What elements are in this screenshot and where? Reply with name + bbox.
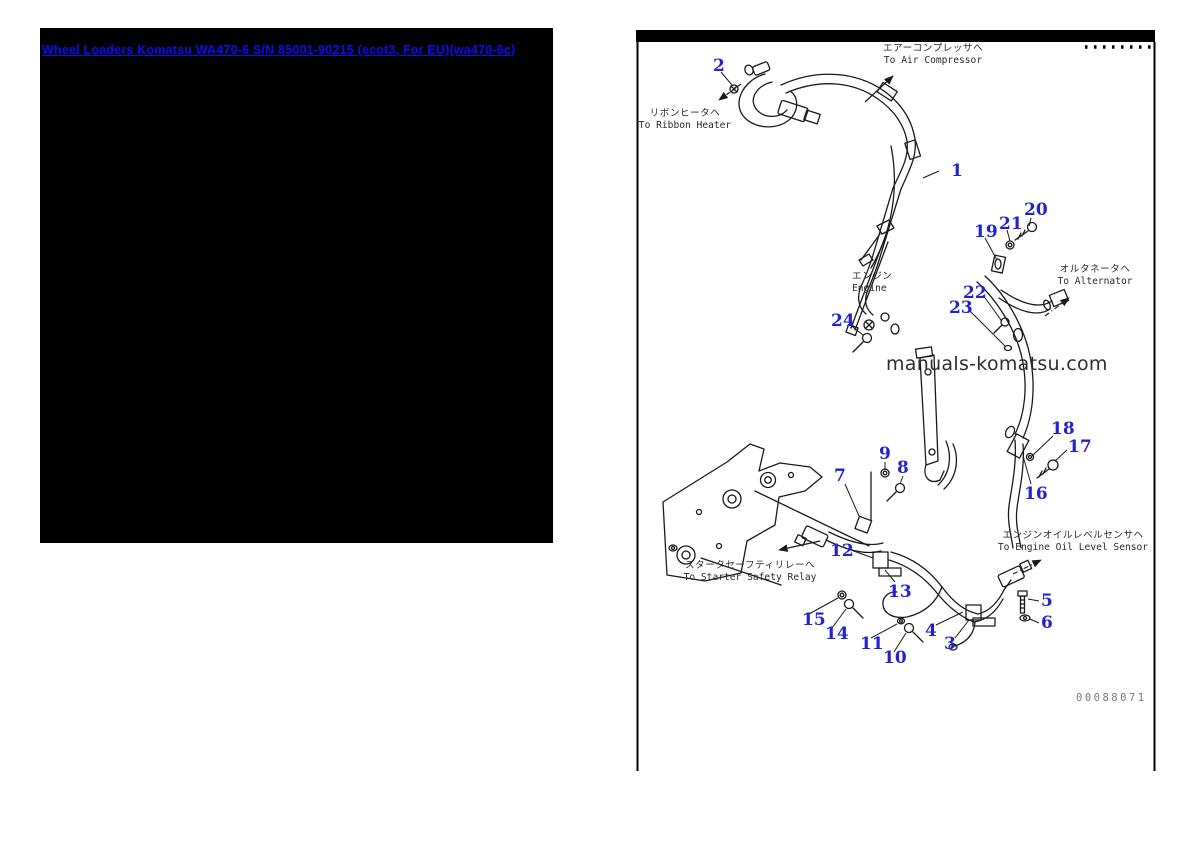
- frame: [636, 30, 1156, 771]
- part-number-callout-12[interactable]: 12: [830, 541, 854, 561]
- label-alternator-en: To Alternator: [1057, 276, 1133, 287]
- watermark: manuals-komatsu.com: [886, 353, 1108, 375]
- hose-assembly-art: [662, 61, 1070, 651]
- label-starter-safety-relay-en: To Starter Safety Relay: [683, 572, 817, 583]
- part-number-callout-8[interactable]: 8: [897, 458, 909, 478]
- arrow-to-ribbon-heater: [718, 83, 742, 101]
- part-number-callout-5[interactable]: 5: [1041, 591, 1053, 611]
- arrow-to-air-compressor: [864, 75, 894, 103]
- arrow-to-alternator: [1044, 297, 1070, 317]
- arrow-to-starter-safety-relay: [778, 540, 821, 552]
- part-number-callout-17[interactable]: 17: [1068, 437, 1092, 457]
- part-number-callout-22[interactable]: 22: [963, 283, 987, 303]
- part-number-callout-10[interactable]: 10: [883, 648, 907, 668]
- label-engine-oil-level-sensor-en: To Engine Oil Level Sensor: [997, 542, 1149, 553]
- label-air-compressor-en: To Air Compressor: [883, 55, 983, 66]
- label-starter-safety-relay-jp: スタータセーフティリレーヘ: [684, 560, 816, 571]
- left-black-panel: Wheel Loaders Komatsu WA470-6 S/N 85001-…: [40, 28, 553, 543]
- part-number-callout-4[interactable]: 4: [925, 621, 937, 641]
- part-number-callout-20[interactable]: 20: [1024, 200, 1048, 220]
- part-number-callout-13[interactable]: 13: [888, 582, 912, 602]
- part-number-callout-2[interactable]: 2: [713, 56, 725, 76]
- label-arrows: [718, 75, 1070, 575]
- label-ribbon-heater-en: To Ribbon Heater: [638, 120, 732, 131]
- part-number-callout-18[interactable]: 18: [1051, 419, 1075, 439]
- arrow-to-engine-oil-level-sensor: [1012, 559, 1042, 575]
- label-air-compressor-jp: エアーコンプレッサヘ: [882, 43, 984, 54]
- part-number-callout-23[interactable]: 23: [949, 298, 973, 318]
- part-number-callout-3[interactable]: 3: [944, 634, 956, 654]
- label-engine-en: Engine: [852, 283, 887, 294]
- label-ribbon-heater-jp: リボンヒータヘ: [649, 108, 721, 119]
- part-number-callout-1[interactable]: 1: [951, 161, 963, 181]
- label-engine-oil-level-sensor-jp: エンジンオイルレベルセンサヘ: [1002, 530, 1144, 541]
- diagram-line-art: [636, 30, 1156, 771]
- part-number-callout-9[interactable]: 9: [879, 444, 891, 464]
- part-number-callout-14[interactable]: 14: [825, 624, 849, 644]
- part-number-callout-19[interactable]: 19: [974, 222, 998, 242]
- part-number-callout-7[interactable]: 7: [834, 466, 846, 486]
- label-alternator-jp: オルタネータヘ: [1059, 264, 1131, 275]
- doc-number: 00088071: [1076, 692, 1147, 704]
- label-engine-jp: エンジン: [852, 271, 893, 282]
- part-number-callout-6[interactable]: 6: [1041, 613, 1053, 633]
- part-number-callout-24[interactable]: 24: [831, 311, 855, 331]
- part-number-callout-21[interactable]: 21: [999, 214, 1023, 234]
- part-number-callout-11[interactable]: 11: [860, 634, 884, 654]
- breadcrumb-link[interactable]: Wheel Loaders Komatsu WA470-6 S/N 85001-…: [42, 43, 516, 57]
- part-number-callout-15[interactable]: 15: [802, 610, 826, 630]
- part-number-callout-16[interactable]: 16: [1024, 484, 1048, 504]
- callout-leaders: [720, 71, 1068, 653]
